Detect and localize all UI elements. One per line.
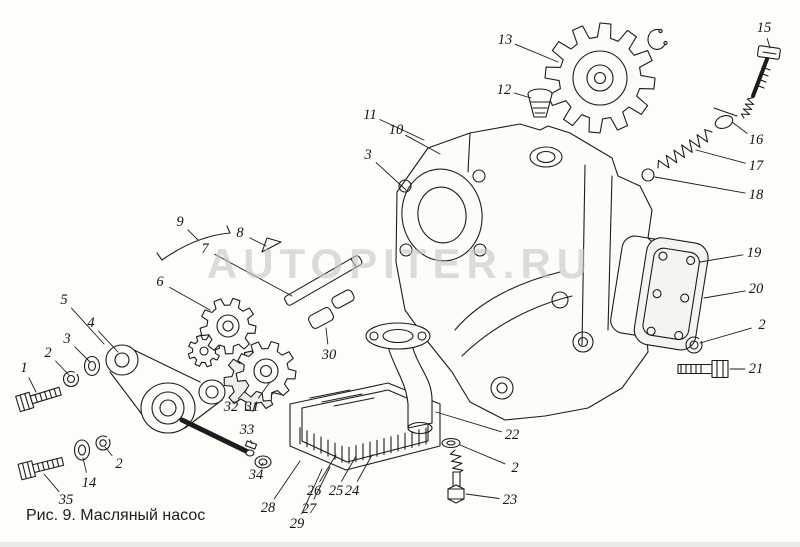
valve-ball (641, 168, 655, 182)
hex-bolt-vertical (447, 471, 465, 504)
cover-plate (633, 237, 709, 351)
flat-washer (83, 355, 101, 377)
part-label-16: 16 (748, 131, 764, 148)
lock-washer (95, 432, 114, 451)
part-label-13: 13 (497, 31, 513, 48)
part-label-10: 10 (388, 121, 404, 138)
valve-small-spring (740, 97, 755, 119)
hex-bolt (17, 456, 65, 481)
hex-bolt (677, 359, 729, 379)
part-label-35: 35 (58, 491, 74, 508)
part-label-9: 9 (176, 213, 184, 230)
strainer-assembly (289, 382, 441, 471)
part-label-18: 18 (748, 186, 764, 203)
part-label-12: 12 (496, 81, 512, 98)
tapered-plug (527, 88, 553, 118)
lock-washer (685, 333, 708, 354)
lock-washer (62, 367, 83, 388)
part-label-3: 3 (364, 146, 372, 163)
valve-screw (751, 45, 781, 98)
drive-sprocket (544, 22, 656, 134)
part-label-3: 3 (63, 330, 71, 347)
part-label-27: 27 (301, 500, 317, 517)
part-label-23: 23 (502, 491, 518, 508)
part-label-2: 2 (758, 316, 766, 333)
part-label-1: 1 (20, 359, 28, 376)
part-label-29: 29 (289, 515, 305, 532)
part-label-15: 15 (756, 19, 772, 36)
mount-flange (105, 344, 255, 457)
part-label-2: 2 (511, 459, 519, 476)
part-label-22: 22 (504, 426, 520, 443)
part-label-7: 7 (201, 240, 209, 257)
strainer-mesh (299, 427, 427, 464)
part-label-17: 17 (748, 157, 764, 174)
part-label-20: 20 (748, 280, 764, 297)
part-label-28: 28 (260, 499, 276, 516)
spring-bracket (156, 225, 231, 261)
part-label-34: 34 (248, 466, 264, 483)
spacer-ring (254, 455, 272, 469)
figure-caption: Рис. 9. Масляный насос (26, 507, 206, 524)
valve-spring (657, 129, 713, 169)
part-label-8: 8 (236, 224, 244, 241)
part-label-25: 25 (328, 482, 344, 499)
part-label-21: 21 (748, 360, 764, 377)
part-label-11: 11 (363, 106, 377, 123)
part-label-31: 31 (244, 398, 260, 415)
part-label-6: 6 (156, 273, 164, 290)
part-label-19: 19 (746, 244, 762, 261)
leader-lines (28, 38, 771, 515)
part-label-32: 32 (223, 398, 239, 415)
valve-seat-washer (713, 107, 738, 129)
part-label-33: 33 (239, 421, 255, 438)
part-label-30: 30 (321, 346, 337, 363)
idler-gear-front (235, 340, 297, 402)
part-label-2: 2 (115, 455, 123, 472)
part-label-14: 14 (81, 474, 97, 491)
bushings (307, 289, 355, 329)
part-label-24: 24 (344, 482, 360, 499)
flat-washer (73, 439, 91, 461)
drive-gear (199, 297, 257, 355)
scan-edge-strip (0, 542, 800, 547)
part-label-4: 4 (87, 314, 95, 331)
washer (441, 437, 461, 449)
retaining-ring-icon (647, 28, 668, 50)
part-label-5: 5 (60, 291, 68, 308)
pump-housing (395, 123, 669, 421)
part-label-26: 26 (306, 482, 322, 499)
hex-bolt (15, 386, 62, 413)
drive-shaft (284, 255, 363, 306)
part-label-2: 2 (44, 344, 52, 361)
intake-pipe (365, 322, 433, 435)
